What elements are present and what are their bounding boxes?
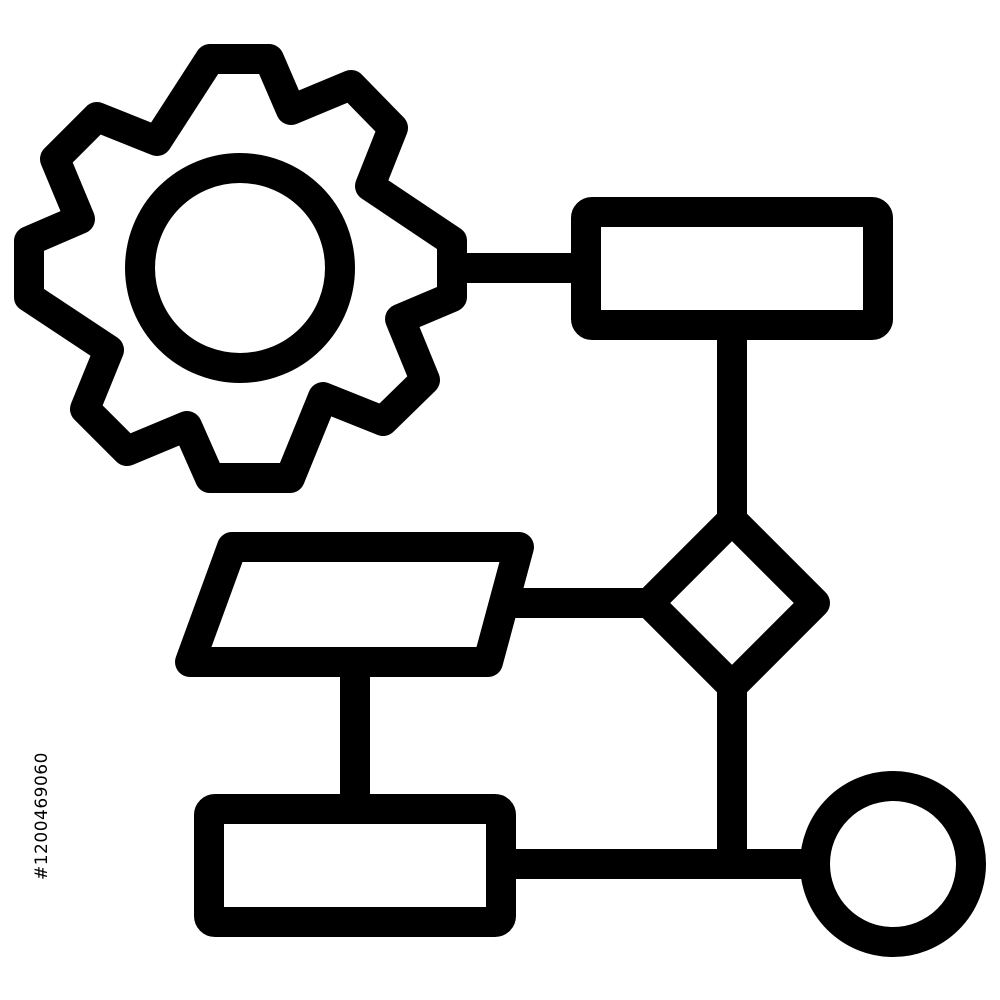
terminal-circle: [800, 771, 986, 957]
process-box-top: [571, 197, 893, 340]
gear-icon: [14, 44, 467, 493]
stock-id-text: #1200469060: [32, 752, 52, 880]
io-parallelogram: [175, 532, 534, 677]
gear-hub-circle: [125, 153, 355, 383]
decision-diamond: [634, 505, 830, 701]
process-box-bottom: [194, 794, 516, 937]
